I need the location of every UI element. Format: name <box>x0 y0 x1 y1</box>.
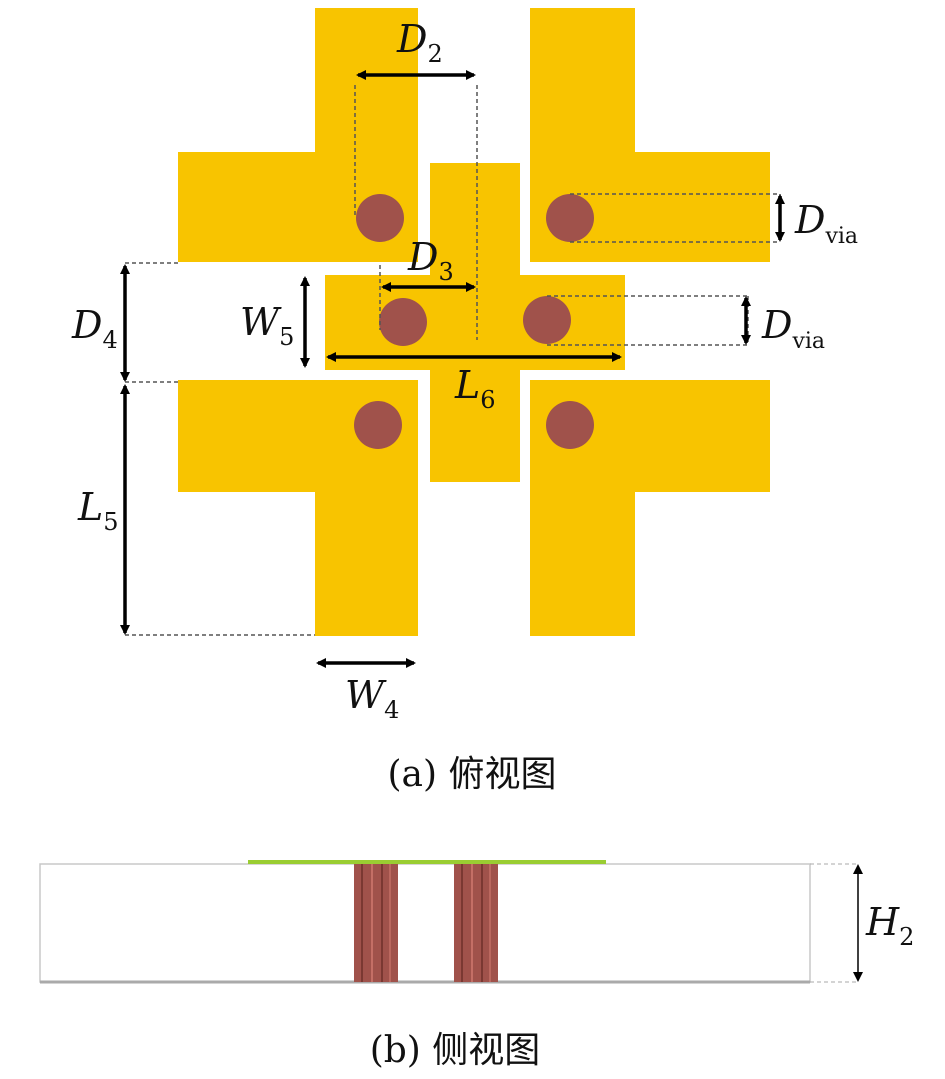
patch-bottom-left <box>178 380 418 636</box>
label-L5: L5 <box>77 485 119 536</box>
label-Dvia-mid: Dvia <box>761 303 825 354</box>
via-bottom-left <box>354 401 402 449</box>
via-post-left <box>354 864 398 982</box>
top-view: D2 D3 D4 W5 L6 L5 W4 Dvia Dvia (a) 俯视图 <box>71 8 858 795</box>
substrate <box>39 863 811 983</box>
patch-bottom-right <box>530 380 770 636</box>
via-mid-left <box>379 298 427 346</box>
via-mid-right <box>523 296 571 344</box>
label-Dvia-top: Dvia <box>794 198 858 249</box>
patch-top-right <box>530 8 770 262</box>
label-H2: H2 <box>865 900 914 951</box>
via-post-right <box>454 864 498 982</box>
label-W5: W5 <box>240 300 294 351</box>
caption-top-view: (a) 俯视图 <box>388 754 557 795</box>
label-D4: D4 <box>71 303 118 354</box>
via-top-right <box>546 194 594 242</box>
label-D2: D2 <box>396 17 443 68</box>
via-top-left <box>356 194 404 242</box>
label-W4: W4 <box>345 673 399 724</box>
label-L6: L6 <box>454 363 496 414</box>
via-bottom-right <box>546 401 594 449</box>
caption-side-view: (b) 侧视图 <box>370 1030 541 1071</box>
label-D3: D3 <box>407 235 454 286</box>
patch-center-cross <box>325 163 625 482</box>
side-view: H2 (b) 侧视图 <box>39 860 914 1071</box>
dimension-arrows <box>120 70 785 668</box>
